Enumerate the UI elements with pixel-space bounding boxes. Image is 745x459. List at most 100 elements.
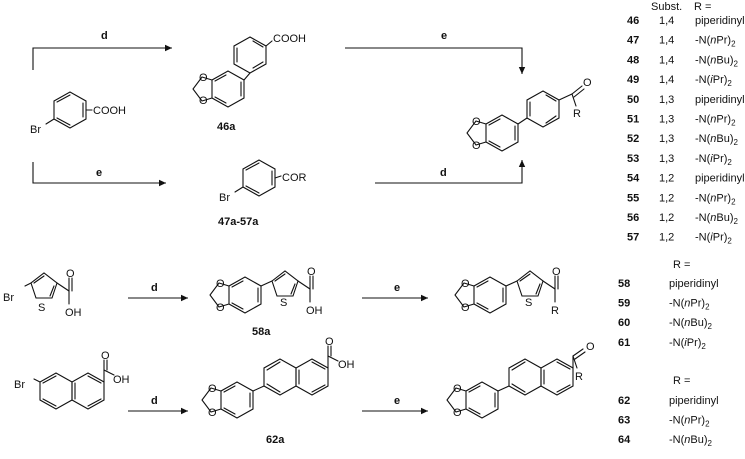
- r-group: -N(iPr)2: [669, 337, 706, 351]
- arrow-start-to-47a: [32, 162, 166, 187]
- oxygen-label: O: [552, 266, 561, 278]
- cooh-label: COOH: [93, 105, 126, 117]
- oh-label: OH: [338, 359, 355, 371]
- bromonaphthoic-acid-structure: Br O OH: [14, 350, 130, 410]
- r-group: piperidinyl: [669, 395, 719, 407]
- compound-label-62a: 62a: [266, 434, 285, 446]
- compound-label-58a: 58a: [252, 326, 271, 338]
- r-group: piperidinyl: [695, 15, 745, 27]
- table-header-r: R =: [673, 375, 690, 387]
- compound-number: 62: [618, 395, 630, 407]
- oh-label: OH: [65, 307, 82, 319]
- substitution-pattern: 1,4: [659, 54, 674, 66]
- substitution-pattern: 1,4: [659, 74, 674, 86]
- r-group: -N(nBu)2: [695, 133, 739, 147]
- table-header-r: R =: [694, 1, 711, 13]
- oxygen-label: O: [461, 302, 470, 314]
- oxygen-label: O: [461, 278, 470, 290]
- compound-number: 61: [618, 337, 630, 349]
- substitution-pattern: 1,2: [659, 212, 674, 224]
- oxygen-label: O: [472, 140, 481, 152]
- compound-number: 46: [627, 15, 639, 27]
- arrow-46a-to-product: [345, 47, 526, 74]
- compound-47a-57a-structure: COR Br 47a-57a: [218, 159, 307, 228]
- oxygen-label: O: [208, 407, 217, 419]
- br-label: Br: [30, 124, 41, 136]
- oxygen-label: O: [199, 72, 208, 84]
- compound-label-46a: 46a: [217, 121, 236, 133]
- bromobenzoic-acid-structure: COOH Br: [30, 91, 126, 136]
- compound-number: 47: [627, 35, 639, 47]
- step-label-d: d: [151, 395, 158, 407]
- substitution-pattern: 1,2: [659, 232, 674, 244]
- sulfur-label: S: [38, 302, 45, 314]
- substitution-pattern: 1,3: [659, 94, 674, 106]
- substitution-pattern: 1,3: [659, 114, 674, 126]
- substitution-pattern: 1,3: [659, 153, 674, 165]
- r-group: piperidinyl: [669, 278, 719, 290]
- r-label: R: [575, 371, 583, 383]
- r-group: -N(iPr)2: [695, 74, 732, 88]
- oxygen-label: O: [586, 341, 595, 353]
- arrow-start-to-46a: [32, 44, 172, 70]
- step-label-e: e: [441, 30, 447, 42]
- compound-number: 56: [627, 212, 639, 224]
- compound-number: 59: [618, 298, 630, 310]
- oxygen-label: O: [453, 383, 462, 395]
- step-label-e: e: [96, 167, 102, 179]
- r-group: piperidinyl: [695, 173, 745, 185]
- compound-number: 58: [618, 278, 630, 290]
- r-group: piperidinyl: [695, 94, 745, 106]
- compound-number: 60: [618, 317, 630, 329]
- r-label: R: [573, 108, 581, 120]
- r-group: -N(iPr)2: [695, 153, 732, 167]
- substitution-pattern: 1,4: [659, 35, 674, 47]
- cooh-label: COOH: [273, 33, 306, 45]
- compound-number: 55: [627, 192, 639, 204]
- br-label: Br: [3, 292, 14, 304]
- oxygen-label: O: [583, 77, 592, 89]
- r-group: -N(nPr)2: [695, 114, 736, 128]
- oxygen-label: O: [216, 302, 225, 314]
- step-label-e: e: [394, 395, 400, 407]
- compound-62a-structure: O O O OH 62a: [201, 336, 355, 446]
- compound-number: 54: [627, 173, 640, 185]
- r-group: -N(nPr)2: [695, 192, 736, 206]
- substitution-pattern: 1,2: [659, 173, 674, 185]
- top-product-structure: O R O O: [466, 77, 592, 152]
- substitution-pattern: 1,3: [659, 133, 674, 145]
- r-group: -N(iPr)2: [695, 232, 732, 246]
- compound-number: 64: [618, 434, 631, 446]
- oxygen-label: O: [216, 278, 225, 290]
- oxygen-label: O: [325, 336, 334, 348]
- oxygen-label: O: [199, 95, 208, 107]
- r-group: -N(nPr)2: [669, 298, 710, 312]
- compound-number: 57: [627, 232, 639, 244]
- substitution-pattern: 1,4: [659, 15, 674, 27]
- br-label: Br: [219, 192, 230, 204]
- substitution-pattern: 1,2: [659, 192, 674, 204]
- compound-46a-structure: COOH O O 46a: [192, 33, 306, 133]
- compound-number: 52: [627, 133, 639, 145]
- oxygen-label: O: [307, 266, 316, 278]
- compound-number: 51: [627, 114, 639, 126]
- r-group: -N(nBu)2: [669, 317, 713, 331]
- r-group: -N(nBu)2: [695, 212, 739, 226]
- r-label: R: [551, 305, 559, 317]
- br-label: Br: [14, 379, 25, 391]
- bromothiophene-acid-structure: S Br O OH: [3, 268, 82, 319]
- cor-label: COR: [282, 172, 307, 184]
- compound-number: 49: [627, 74, 639, 86]
- r-group: -N(nBu)2: [695, 54, 739, 68]
- arrow-47a-to-product: [375, 160, 526, 184]
- compound-number: 48: [627, 54, 639, 66]
- step-label-e: e: [394, 282, 400, 294]
- route-arrows: d e e d: [32, 30, 526, 187]
- sulfur-label: S: [525, 297, 532, 309]
- r-group: -N(nPr)2: [695, 35, 736, 49]
- step-label-d: d: [440, 167, 447, 179]
- compound-number: 53: [627, 153, 639, 165]
- r-group: -N(nPr)2: [669, 415, 710, 429]
